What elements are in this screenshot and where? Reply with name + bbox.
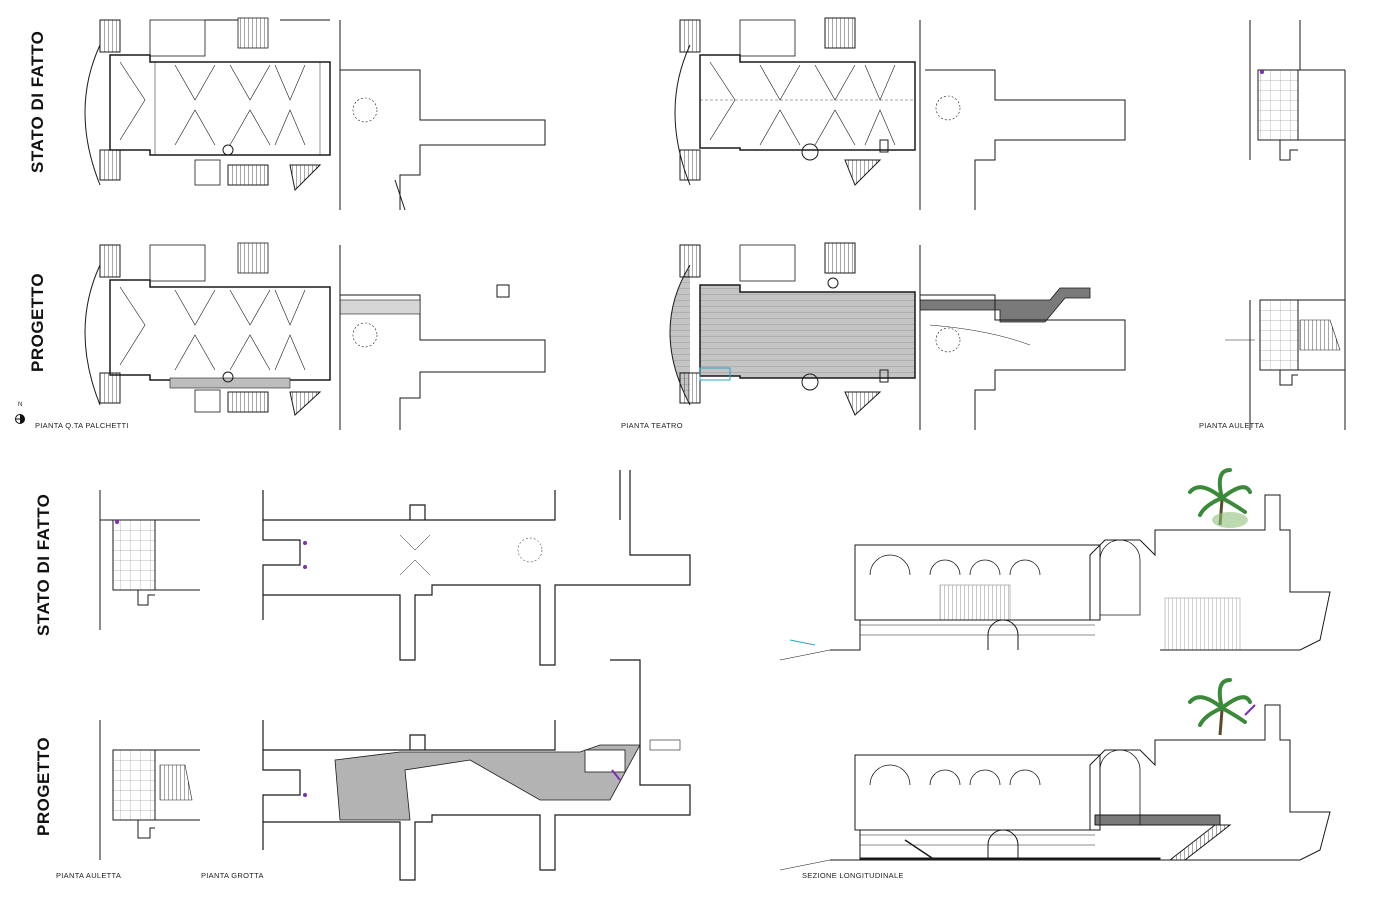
plan-teatro-existing — [674, 17, 1126, 210]
plan-auletta-top-existing — [1249, 20, 1346, 430]
plan-teatro-project — [669, 242, 1126, 430]
north-arrow-icon — [15, 414, 25, 424]
plan-auletta-bottom-existing — [99, 490, 200, 630]
caption-pianta-auletta-bottom: PIANTA AULETTA — [56, 871, 122, 880]
north-label: N — [18, 402, 23, 408]
caption-pianta-grotta: PIANTA GROTTA — [201, 871, 264, 880]
palm-icon-top — [1188, 468, 1252, 528]
section-existing — [779, 494, 1331, 661]
caption-pianta-auletta-top: PIANTA AULETTA — [1199, 421, 1265, 430]
caption-pianta-teatro: PIANTA TEATRO — [621, 421, 683, 430]
caption-pianta-palchetti: PIANTA Q.TA PALCHETTI — [35, 421, 129, 430]
section-project — [779, 704, 1331, 871]
palm-icon-bottom — [1188, 678, 1256, 736]
plan-palchetti-project — [84, 242, 546, 430]
plan-grotta-existing — [262, 470, 691, 666]
plan-auletta-bottom-project — [99, 720, 200, 860]
plan-grotta-project — [262, 659, 691, 881]
plan-palchetti-existing — [84, 17, 546, 211]
caption-sezione-longitudinale: SEZIONE LONGITUDINALE — [802, 871, 904, 880]
plan-auletta-top-project — [1225, 299, 1345, 430]
